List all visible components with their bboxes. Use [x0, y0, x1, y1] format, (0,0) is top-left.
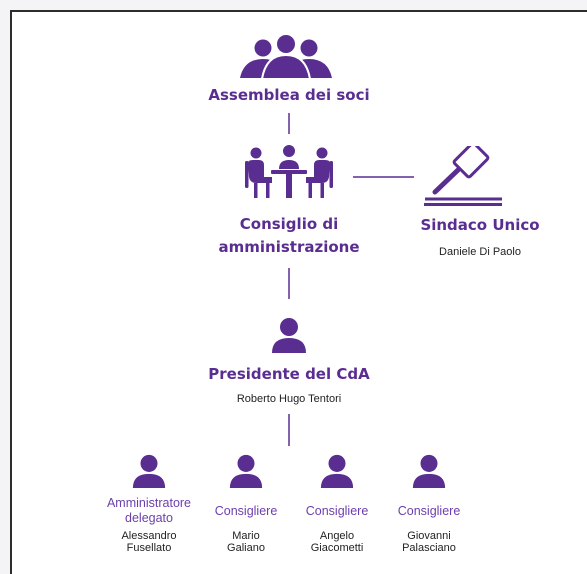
member-name: Giovanni Palasciano — [384, 530, 474, 554]
member-role-line1: Consigliere — [305, 504, 369, 518]
sindaco-name: Daniele Di Paolo — [439, 246, 521, 258]
group-of-people-icon — [240, 33, 332, 80]
person-icon — [320, 454, 354, 489]
member-name-line1: Angelo — [319, 530, 355, 542]
member-role-line2: delegato — [125, 511, 173, 525]
member-name-line2: Palasciano — [402, 542, 456, 554]
member-name-line2: Giacometti — [310, 542, 364, 554]
member-name: Mario Galiano — [201, 530, 291, 554]
member-name: Alessandro Fusellato — [99, 530, 199, 554]
meeting-table-icon — [245, 145, 333, 198]
gavel-icon — [424, 146, 502, 206]
person-icon — [229, 454, 263, 489]
member-name: Angelo Giacometti — [292, 530, 382, 554]
consiglio-title-line2: amministrazione — [218, 238, 360, 256]
member-role-line1: Consigliere — [397, 504, 461, 518]
consiglio-title-line1: Consiglio di — [239, 215, 339, 233]
sindaco-title: Sindaco Unico — [420, 216, 540, 234]
person-icon — [132, 454, 166, 489]
member-name-line2: Fusellato — [126, 542, 172, 554]
member-role: Consigliere — [384, 504, 474, 519]
person-icon — [272, 318, 306, 353]
member-name-line1: Giovanni — [407, 530, 451, 542]
presidente-title: Presidente del CdA — [208, 365, 370, 383]
assemblea-title: Assemblea dei soci — [208, 86, 370, 104]
person-icon — [412, 454, 446, 489]
member-role-line1: Consigliere — [214, 504, 278, 518]
member-role: Consigliere — [292, 504, 382, 519]
org-chart-panel — [10, 10, 587, 574]
member-name-line1: Alessandro — [121, 530, 177, 542]
member-role-line1: Amministratore — [106, 496, 192, 510]
member-name-line2: Galiano — [227, 542, 265, 554]
presidente-name: Roberto Hugo Tentori — [236, 393, 342, 405]
member-role: Consigliere — [201, 504, 291, 519]
member-role: Amministratore delegato — [89, 496, 209, 526]
member-name-line1: Mario — [232, 530, 260, 542]
